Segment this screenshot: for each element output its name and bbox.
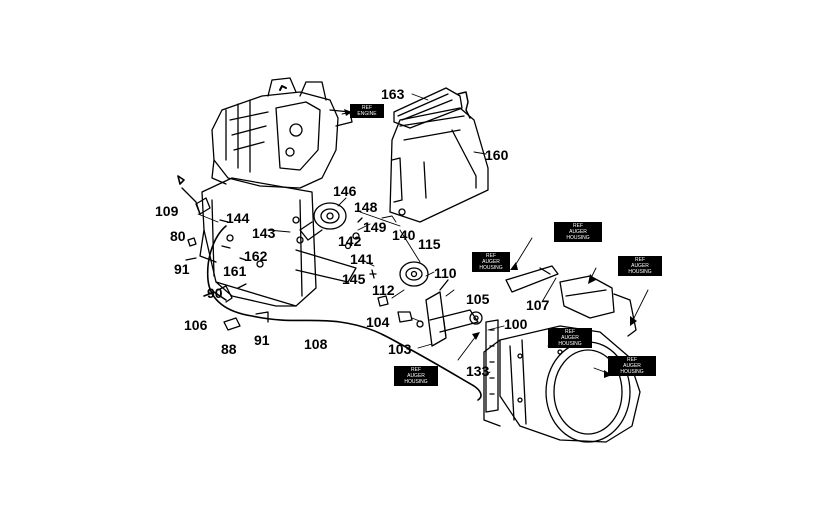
callout-142: 142 <box>338 233 362 249</box>
callout-144: 144 <box>226 210 250 226</box>
ref-housing-label: REF AUGER HOUSING <box>548 328 592 348</box>
callout-80: 80 <box>170 228 186 244</box>
callout-149: 149 <box>363 219 387 235</box>
callout-115: 115 <box>418 236 441 252</box>
ref-engine-label: REF ENGINE <box>350 104 384 118</box>
callout-163: 163 <box>381 86 405 102</box>
belt-cover <box>389 107 489 223</box>
chute-linkage <box>505 265 559 293</box>
cover-top <box>393 87 471 129</box>
center-hardware <box>344 217 424 328</box>
callout-161: 161 <box>223 263 247 279</box>
idler-pulley <box>399 261 429 287</box>
frame-plate <box>199 177 357 307</box>
callout-109: 109 <box>155 203 179 219</box>
callout-108: 108 <box>304 336 328 352</box>
callout-107: 107 <box>526 297 550 313</box>
leader-lines <box>197 93 649 377</box>
engine <box>211 77 353 189</box>
callout-141: 141 <box>350 251 374 267</box>
callout-106: 106 <box>184 317 208 333</box>
ref-housing-label: REF AUGER HOUSING <box>618 256 662 276</box>
callout-146: 146 <box>333 183 357 199</box>
callout-160: 160 <box>485 147 509 163</box>
callout-104: 104 <box>366 314 390 330</box>
callout-112: 112 <box>372 282 395 298</box>
callout-140: 140 <box>392 227 416 243</box>
callout-110: 110 <box>434 265 457 281</box>
callout-105: 105 <box>466 291 490 307</box>
housing-bracket <box>485 319 499 413</box>
callout-148: 148 <box>354 199 378 215</box>
idler-bracket <box>425 279 483 347</box>
callout-88: 88 <box>221 341 237 357</box>
callout-90: 90 <box>207 285 223 301</box>
ref-housing-label: REF AUGER HOUSING <box>394 366 438 386</box>
engine-pulley <box>299 202 347 241</box>
ref-housing-label: REF AUGER HOUSING <box>472 252 510 272</box>
control-cable <box>203 225 482 401</box>
callout-143: 143 <box>252 225 276 241</box>
callout-133: 133 <box>466 363 490 379</box>
ref-housing-label: REF AUGER HOUSING <box>608 356 656 376</box>
callout-91: 91 <box>174 261 190 277</box>
callout-103: 103 <box>388 341 412 357</box>
callout-145: 145 <box>342 271 366 287</box>
callout-91: 91 <box>254 332 270 348</box>
ref-housing-label: REF AUGER HOUSING <box>554 222 602 242</box>
callout-100: 100 <box>504 316 528 332</box>
callout-162: 162 <box>244 248 268 264</box>
left-hardware <box>177 175 269 331</box>
